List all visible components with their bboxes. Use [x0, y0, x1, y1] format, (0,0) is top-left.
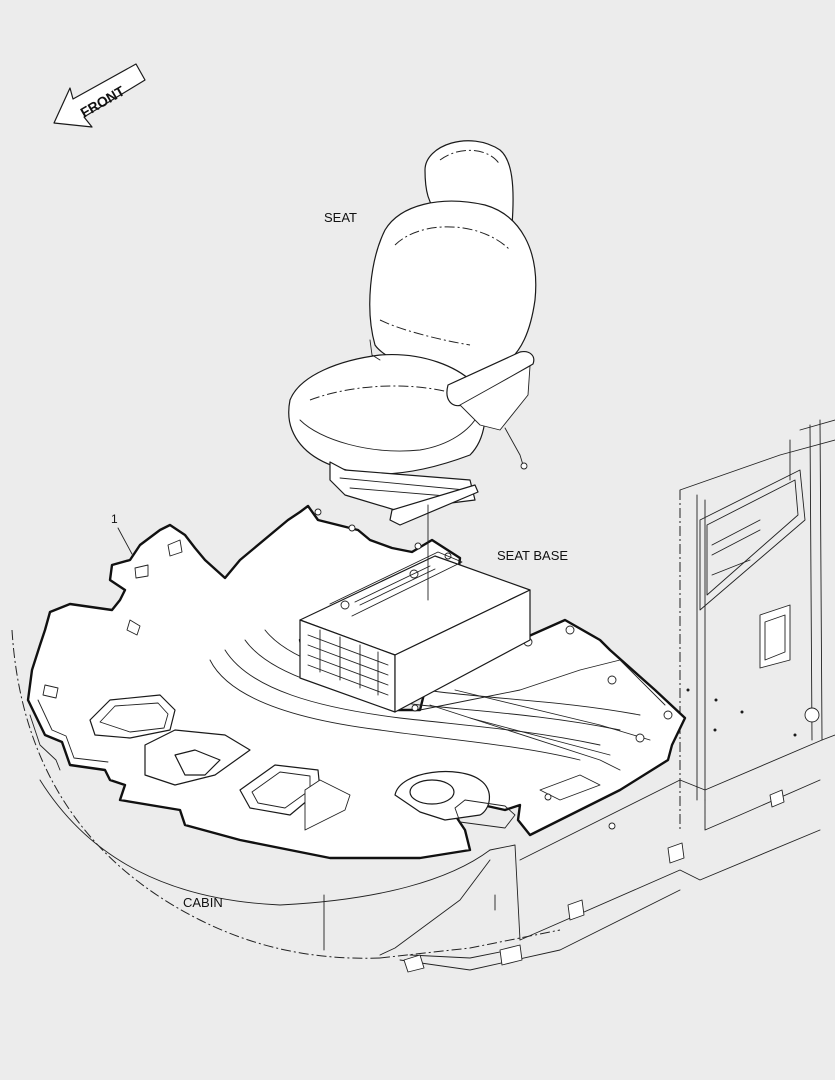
- seat-label: SEAT: [324, 210, 357, 225]
- front-arrow-icon: [53, 63, 146, 128]
- callout-leader: [117, 527, 133, 555]
- cabin-body: [11, 419, 835, 973]
- seat-mount-bracket: [389, 484, 479, 526]
- seat-base-vent: [307, 629, 389, 696]
- floor-mat-pedal-cutout: [89, 694, 176, 739]
- cabin-side-cover: [759, 604, 791, 669]
- front-arrow: FRONT: [53, 63, 146, 128]
- cabin-label: CABIN: [183, 895, 223, 910]
- seat-base-label: SEAT BASE: [497, 548, 568, 563]
- cabin-hull-outline: [11, 629, 381, 959]
- callout-number: 1: [111, 512, 118, 526]
- seat-backrest: [369, 200, 537, 386]
- seat-base-side: [394, 589, 531, 713]
- cabin-window-frame: [699, 469, 806, 611]
- seat-cushion: [288, 353, 486, 475]
- callout-1: 1: [111, 512, 133, 555]
- seat-armrest: [446, 351, 535, 407]
- seat-base: [299, 551, 531, 713]
- seat-adjust-lever: [504, 427, 524, 466]
- seat: [288, 140, 537, 601]
